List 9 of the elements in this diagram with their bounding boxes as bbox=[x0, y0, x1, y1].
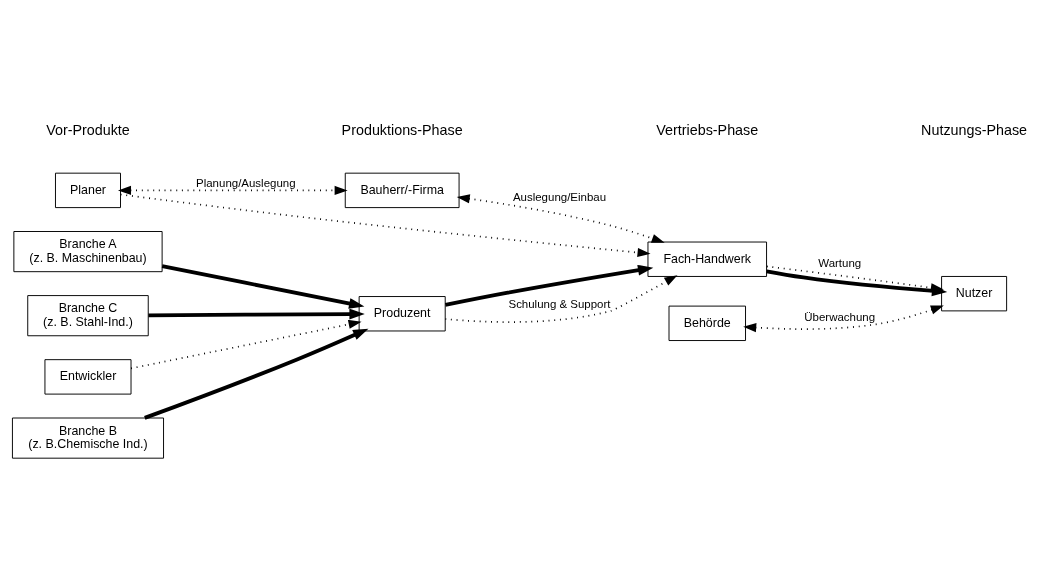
label: Nutzungs-Phase bbox=[921, 122, 1028, 139]
label: Vor-Produkte bbox=[46, 122, 130, 139]
label: Vertriebs-Phase bbox=[656, 122, 759, 139]
edge-label: Auslegung/Einbau bbox=[512, 191, 607, 204]
label: Produktions-Phase bbox=[341, 122, 463, 139]
edge-label: Schulung & Support bbox=[508, 297, 611, 310]
edge-label: Planung/Auslegung bbox=[196, 177, 296, 190]
edge-label: Überwachung bbox=[804, 311, 876, 324]
edge-label: Wartung bbox=[818, 257, 862, 270]
